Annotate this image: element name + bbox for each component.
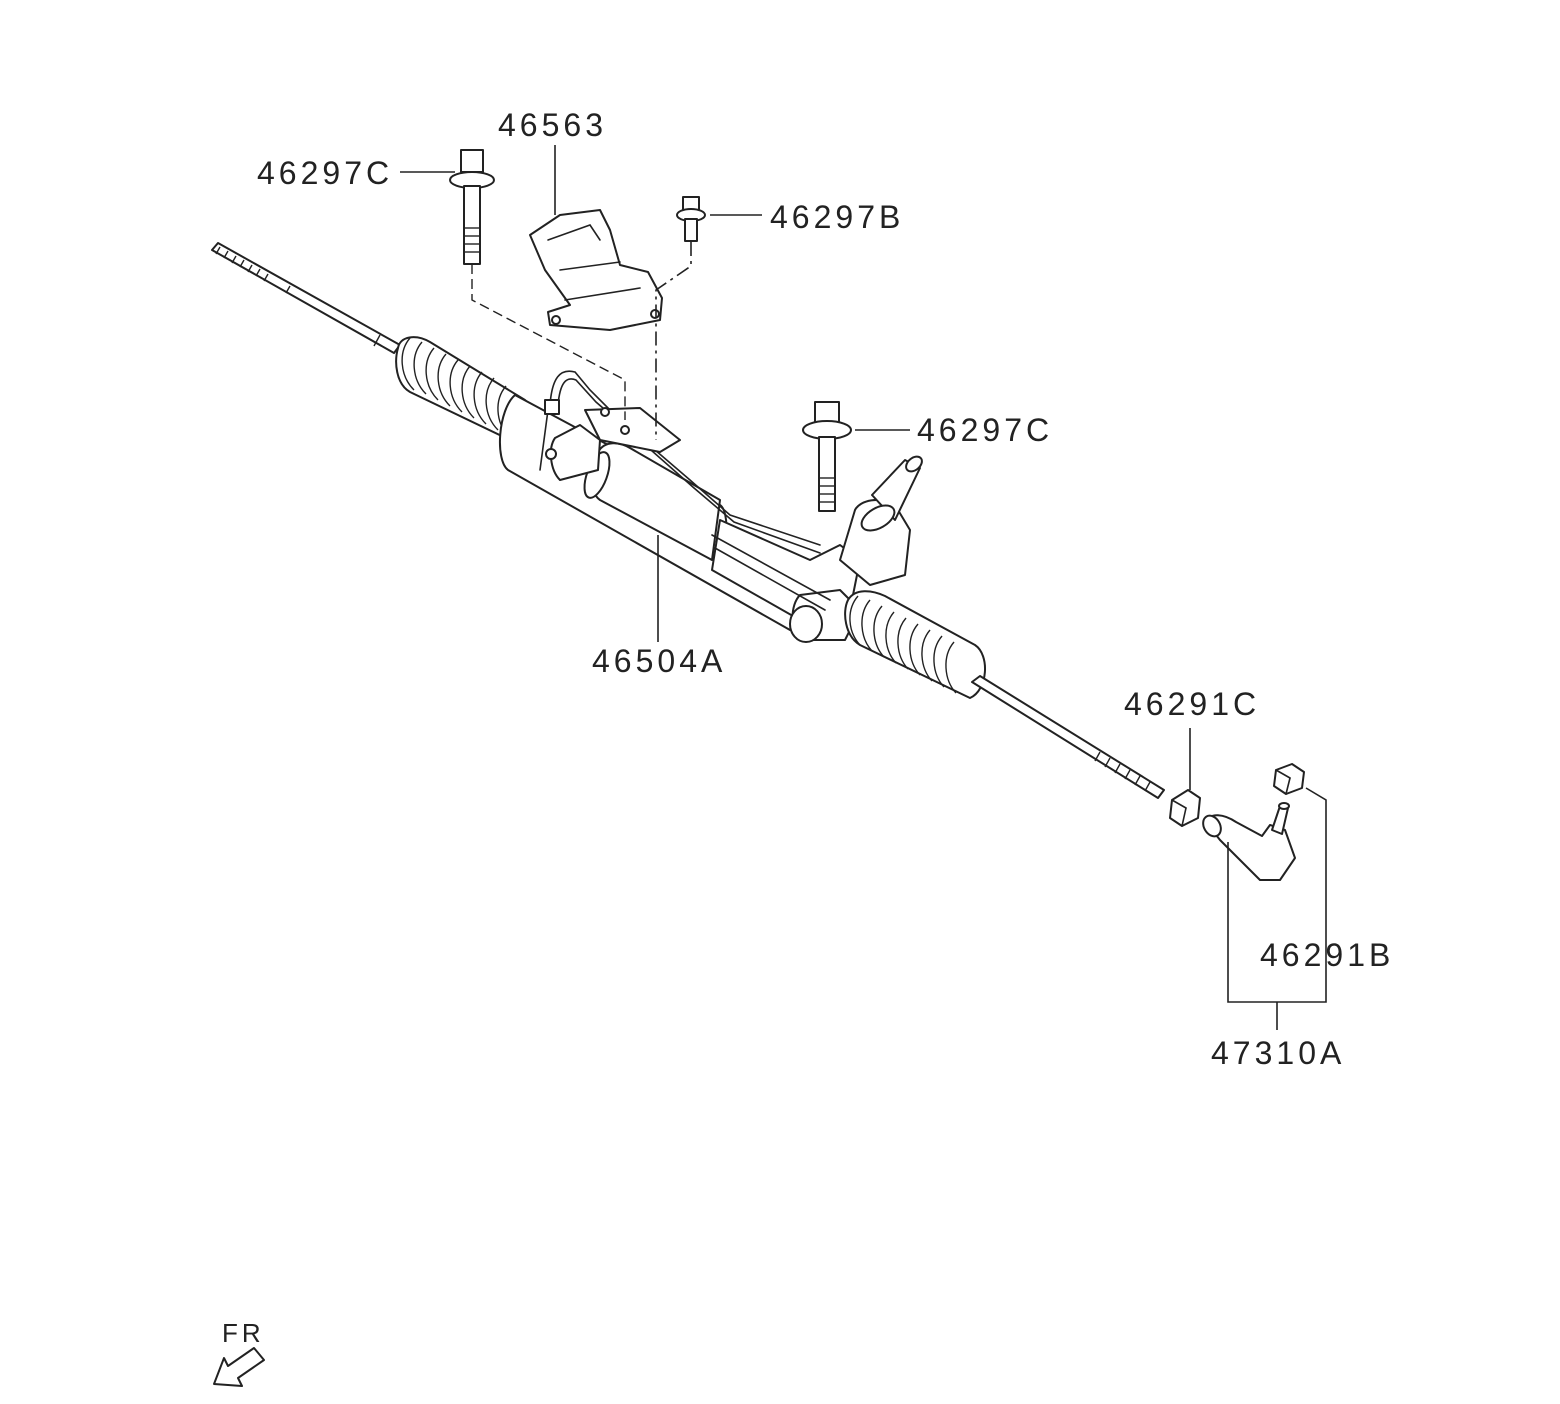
label-46297c-top: 46297C <box>257 155 393 191</box>
pinion-valve-assembly <box>711 455 923 643</box>
tie-rod-end-47310a <box>1202 802 1296 881</box>
front-direction-indicator: FR <box>213 1318 265 1387</box>
label-46297c-middle: 46297C <box>917 412 1053 448</box>
label-46291b: 46291B <box>1260 937 1394 973</box>
right-bellows-boot <box>844 590 987 699</box>
left-bellows-boot <box>395 336 532 441</box>
bolt-46297b <box>676 196 706 242</box>
label-46297b: 46297B <box>770 199 904 235</box>
label-46563: 46563 <box>498 107 607 143</box>
front-label: FR <box>222 1318 265 1348</box>
steering-gear-bracket <box>529 209 663 331</box>
leader-lines <box>400 145 1327 1030</box>
castle-nut-46291b <box>1273 763 1305 795</box>
label-47310a: 47310A <box>1211 1035 1345 1071</box>
left-tie-rod <box>211 242 401 354</box>
front-arrow-icon <box>213 1347 265 1387</box>
part-labels: 46563 46297C 46297B 46297C 46504A 46291C… <box>257 107 1394 1071</box>
lock-nut-46291c <box>1169 789 1201 827</box>
right-tie-rod <box>971 675 1165 799</box>
label-46291c: 46291C <box>1124 686 1260 722</box>
assembly-lines <box>471 242 692 440</box>
bolt-46297c-middle <box>802 401 852 512</box>
bolt-46297c-top <box>449 149 495 265</box>
label-46504a: 46504A <box>592 643 726 679</box>
